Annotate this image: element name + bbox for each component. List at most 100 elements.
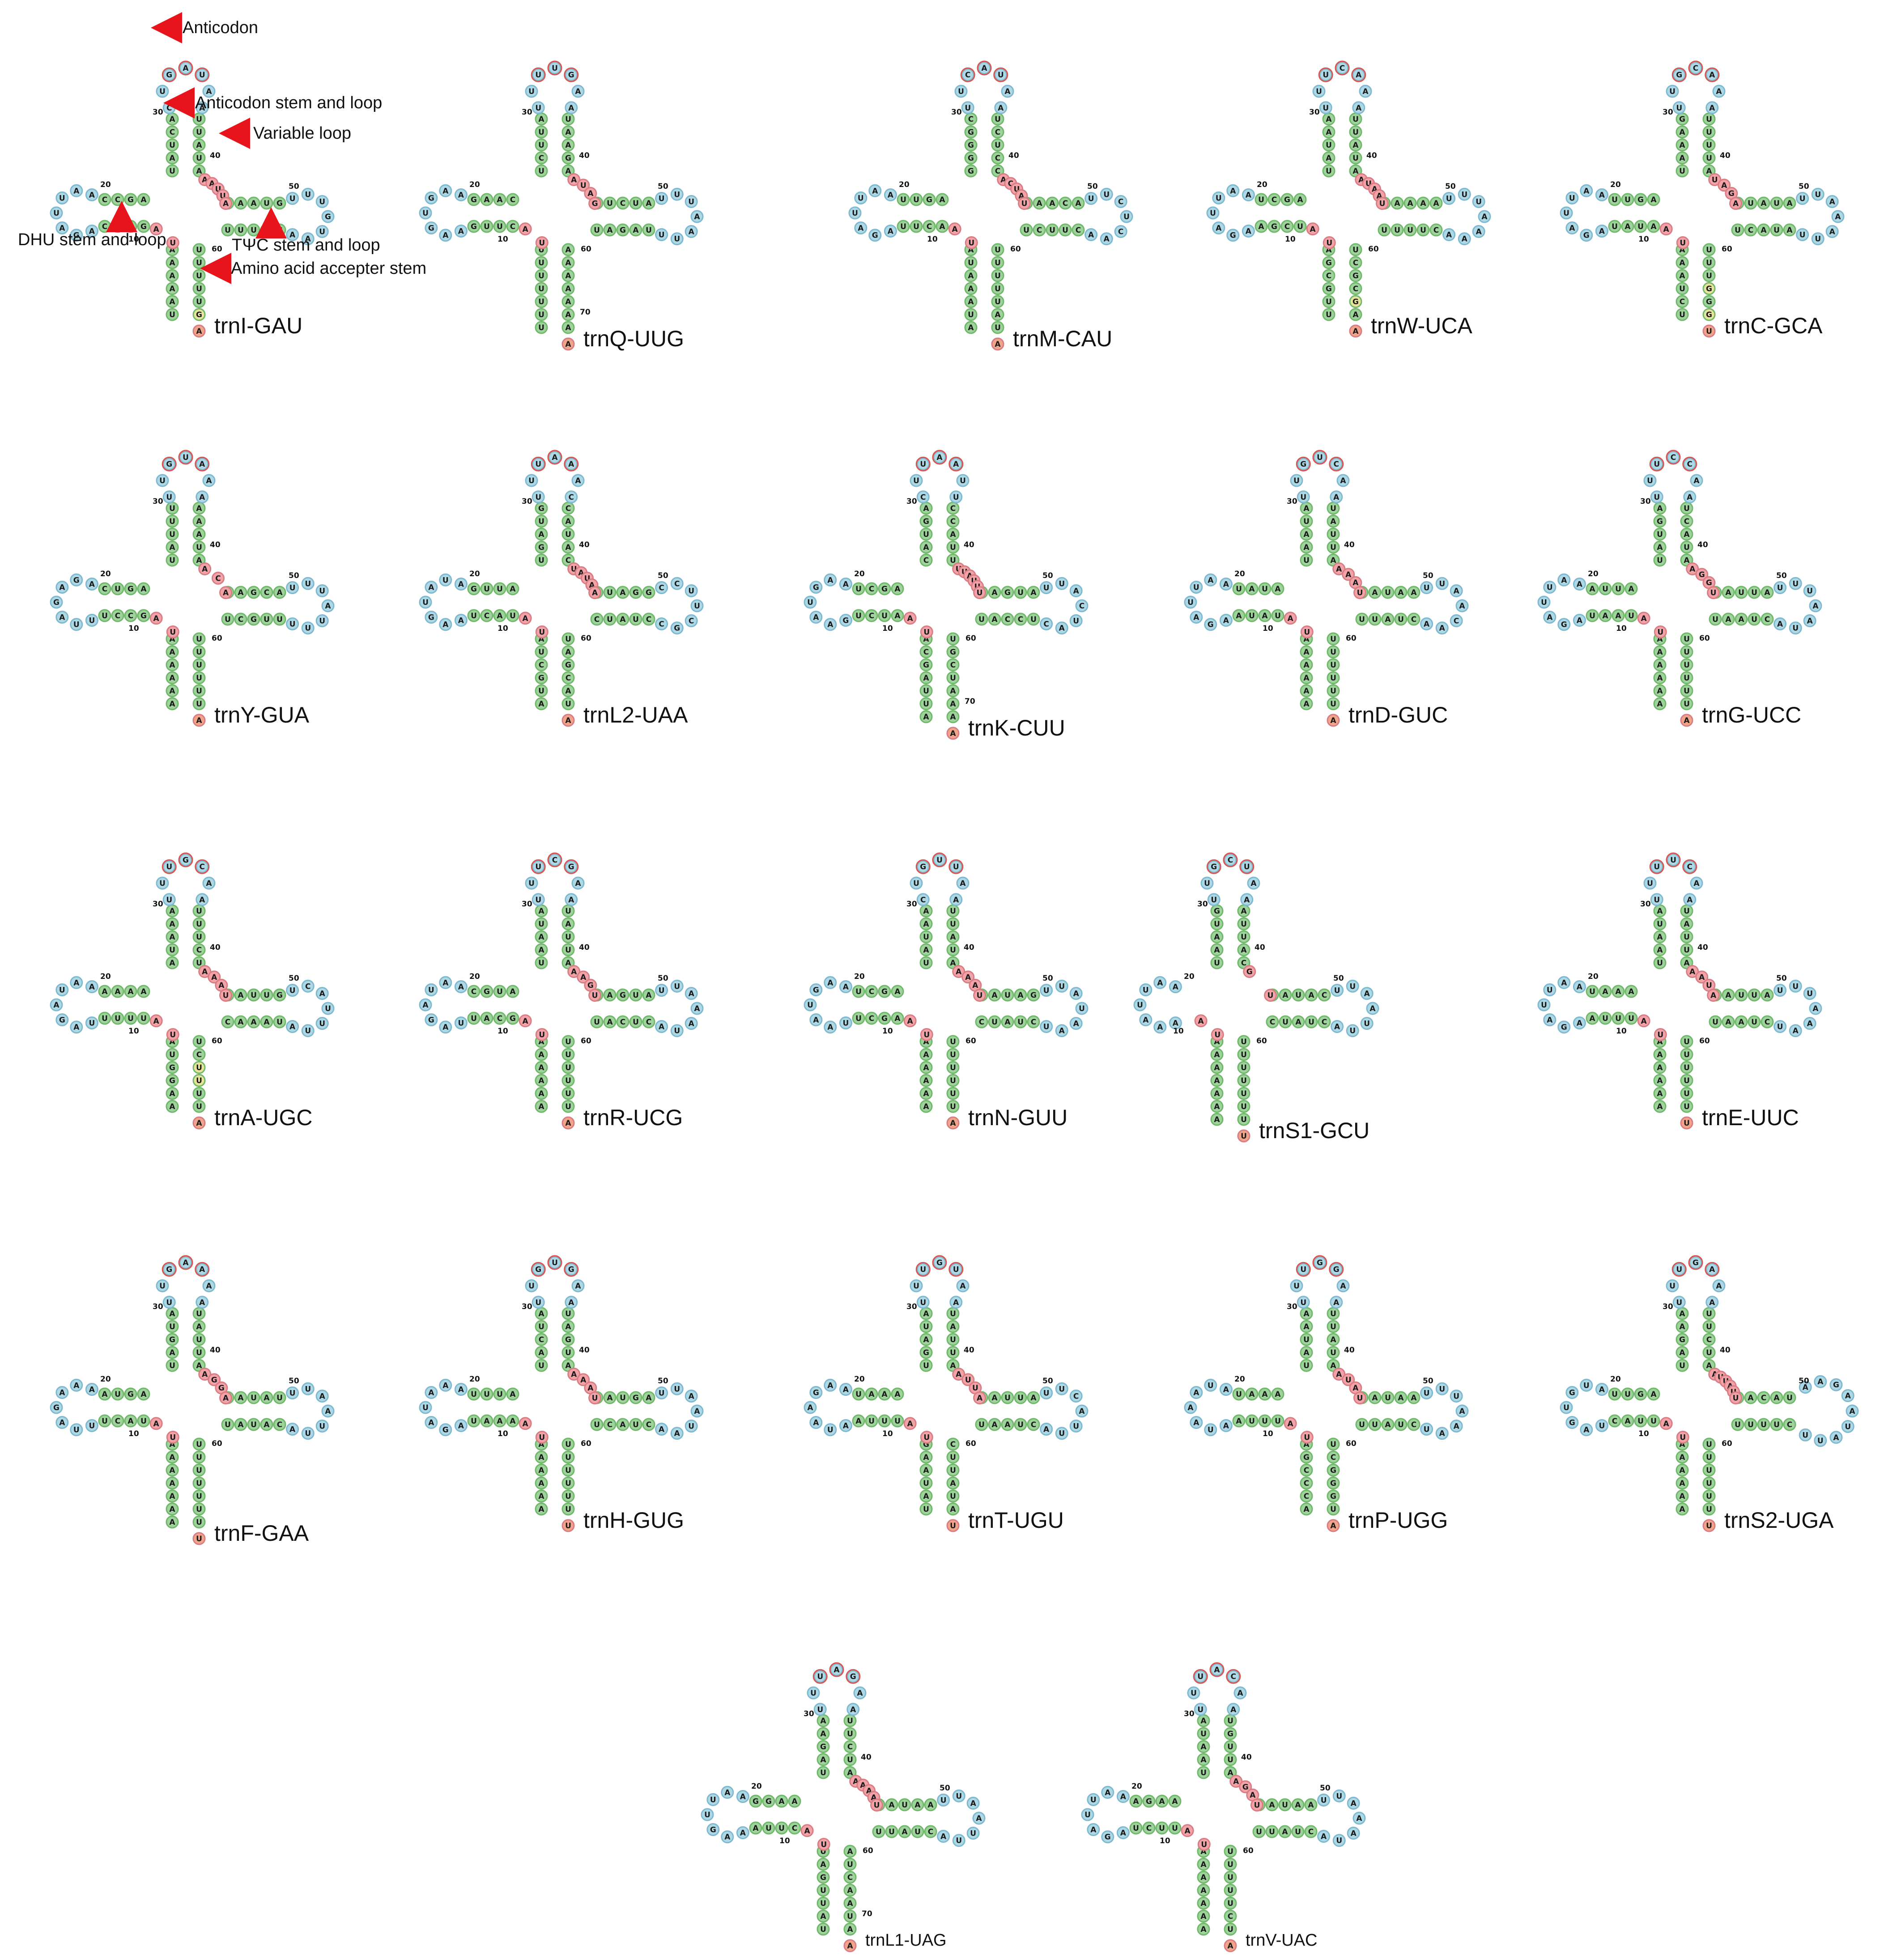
anticodon-loop-nt: A [1693, 879, 1700, 888]
anticodon-nt: A [183, 1258, 189, 1267]
t-stem-5p-nt: U [633, 991, 639, 1000]
d-stem-3p-nt: U [1637, 1417, 1644, 1426]
anticodon-stem-5p-nt: U [1303, 1335, 1310, 1344]
discriminator-nt: A [196, 1119, 202, 1128]
acceptor-5p-nt: A [1657, 700, 1663, 709]
t-stem-3p-nt: U [1308, 1018, 1314, 1027]
position-label: 30 [1663, 1302, 1673, 1311]
acceptor-5p-nt: U [538, 687, 544, 696]
d-loop-nt: A [1577, 616, 1583, 625]
variable-loop-nt: U [592, 991, 598, 1000]
d-stem-3p-nt: U [778, 1824, 785, 1833]
acceptor-5p-nt: A [1200, 1912, 1207, 1921]
anticodon-nt: U [953, 1265, 959, 1274]
d-loop-nt: G [1561, 621, 1567, 629]
d-stem-3p-nt: A [1625, 1417, 1631, 1426]
t-loop-nt: U [659, 1389, 665, 1398]
junction-nt-circle [948, 222, 961, 236]
d-loop-nt: G [872, 231, 878, 240]
t-loop-nt: C [1073, 1392, 1079, 1401]
t-loop-nt-circle [315, 195, 329, 208]
t-stem-5p-nt: U [1751, 588, 1757, 597]
acceptor-5p-nt: A [923, 1453, 929, 1462]
d-stem-3p-nt: U [1275, 612, 1281, 621]
acceptor-5p-nt: G [923, 661, 929, 670]
acceptor-5p-nt: U [820, 1886, 826, 1895]
d-stem-5p-nt: U [497, 987, 503, 996]
acceptor-5p-nt: G [1303, 1453, 1310, 1462]
t-loop-nt: A [694, 1407, 700, 1416]
d-stem-3p-nt-circle [897, 220, 910, 233]
anticodon-stem-5p-nt-circle [964, 164, 978, 178]
position-label: 60 [212, 1037, 222, 1046]
acceptor-3p-nt: U [950, 1102, 956, 1111]
acceptor-3p-nt: C [1353, 259, 1358, 268]
d-stem-5p-nt-circle [493, 193, 506, 206]
t-stem-3p-nt: A [251, 1018, 257, 1027]
acceptor-3p-nt: U [196, 1505, 202, 1514]
junction-nt-circle [535, 236, 549, 250]
t-stem-3p-nt: C [979, 1018, 984, 1027]
d-stem-5p-nt: A [894, 987, 901, 996]
anticodon-stem-3p-nt: A [1241, 907, 1247, 916]
variable-loop-nt: A [1250, 1791, 1256, 1800]
variable-loop-nt-circle [1018, 197, 1031, 210]
discriminator-nt-circle [561, 337, 575, 351]
d-stem-5p-nt: A [778, 1797, 785, 1806]
discriminator-nt: A [950, 1119, 956, 1128]
position-label: 50 [289, 182, 299, 191]
position-label: 30 [906, 497, 917, 506]
d-stem-5p-nt: A [510, 1390, 516, 1399]
anticodon-stem-3p-nt: A [565, 141, 571, 150]
position-label: 20 [469, 972, 480, 981]
acceptor-5p-nt: A [169, 700, 175, 709]
acceptor-3p-nt: U [1706, 1479, 1712, 1488]
d-stem-3p-nt: U [881, 612, 888, 621]
anticodon-nt: C [1671, 453, 1676, 462]
trna-name-label: trnL1-UAG [865, 1931, 947, 1950]
t-loop-nt: A [1459, 1407, 1465, 1416]
d-loop-nt: G [428, 194, 434, 203]
acceptor-3p-nt: U [1330, 687, 1336, 696]
d-stem-5p-nt: U [115, 1390, 121, 1399]
t-stem-5p-nt: G [633, 588, 639, 597]
anticodon-stem-3p-nt-circle [991, 138, 1004, 152]
anticodon-stem-5p-nt-circle [1322, 164, 1335, 178]
acceptor-5p-nt: A [1657, 1102, 1663, 1111]
acceptor-3p-nt: U [565, 1505, 571, 1514]
t-loop-nt: C [674, 579, 680, 588]
t-loop-nt: U [289, 620, 296, 629]
acceptor-3p-nt: A [950, 687, 956, 696]
t-stem-5p-nt: U [607, 199, 613, 208]
discriminator-nt: A [1352, 327, 1359, 336]
t-loop-nt: U [1792, 579, 1799, 588]
t-loop-nt: A [319, 1392, 326, 1401]
acceptor-3p-nt: A [565, 648, 571, 657]
t-stem-5p-nt: U [1017, 588, 1024, 597]
variable-loop-nt: A [223, 589, 229, 598]
d-loop-nt: G [1583, 231, 1590, 240]
acceptor-3p-nt: U [1684, 700, 1690, 709]
variable-loop-nt: A [1352, 1384, 1359, 1393]
t-stem-5p-nt-circle [603, 196, 617, 210]
anticodon-stem-5p-nt: A [1657, 946, 1663, 955]
anticodon-stem-5p-nt: U [1303, 1361, 1310, 1370]
t-loop-nt: A [694, 213, 700, 221]
anticodon-nt: C [1231, 1672, 1236, 1681]
t-loop-nt: A [1073, 587, 1080, 596]
anticodon-stem-3p-nt: A [565, 920, 571, 929]
t-loop-nt: A [689, 1392, 695, 1401]
anticodon-nt: U [535, 460, 541, 469]
d-loop-nt: A [458, 983, 464, 992]
d-stem-5p-nt: G [766, 1797, 772, 1806]
anticodon-nt-circle [978, 61, 991, 75]
acceptor-3p-nt: U [1684, 1050, 1690, 1059]
t-stem-3p-nt: C [1322, 1018, 1327, 1027]
d-loop-nt: A [458, 616, 464, 625]
anticodon-loop-nt: A [1709, 104, 1715, 113]
variable-loop-nt: A [956, 1370, 962, 1379]
anticodon-stem-3p-nt: A [196, 530, 202, 539]
acceptor-5p-nt-circle [1322, 308, 1335, 321]
d-loop-nt: U [1216, 194, 1222, 203]
t-loop-nt: U [1059, 1429, 1065, 1438]
